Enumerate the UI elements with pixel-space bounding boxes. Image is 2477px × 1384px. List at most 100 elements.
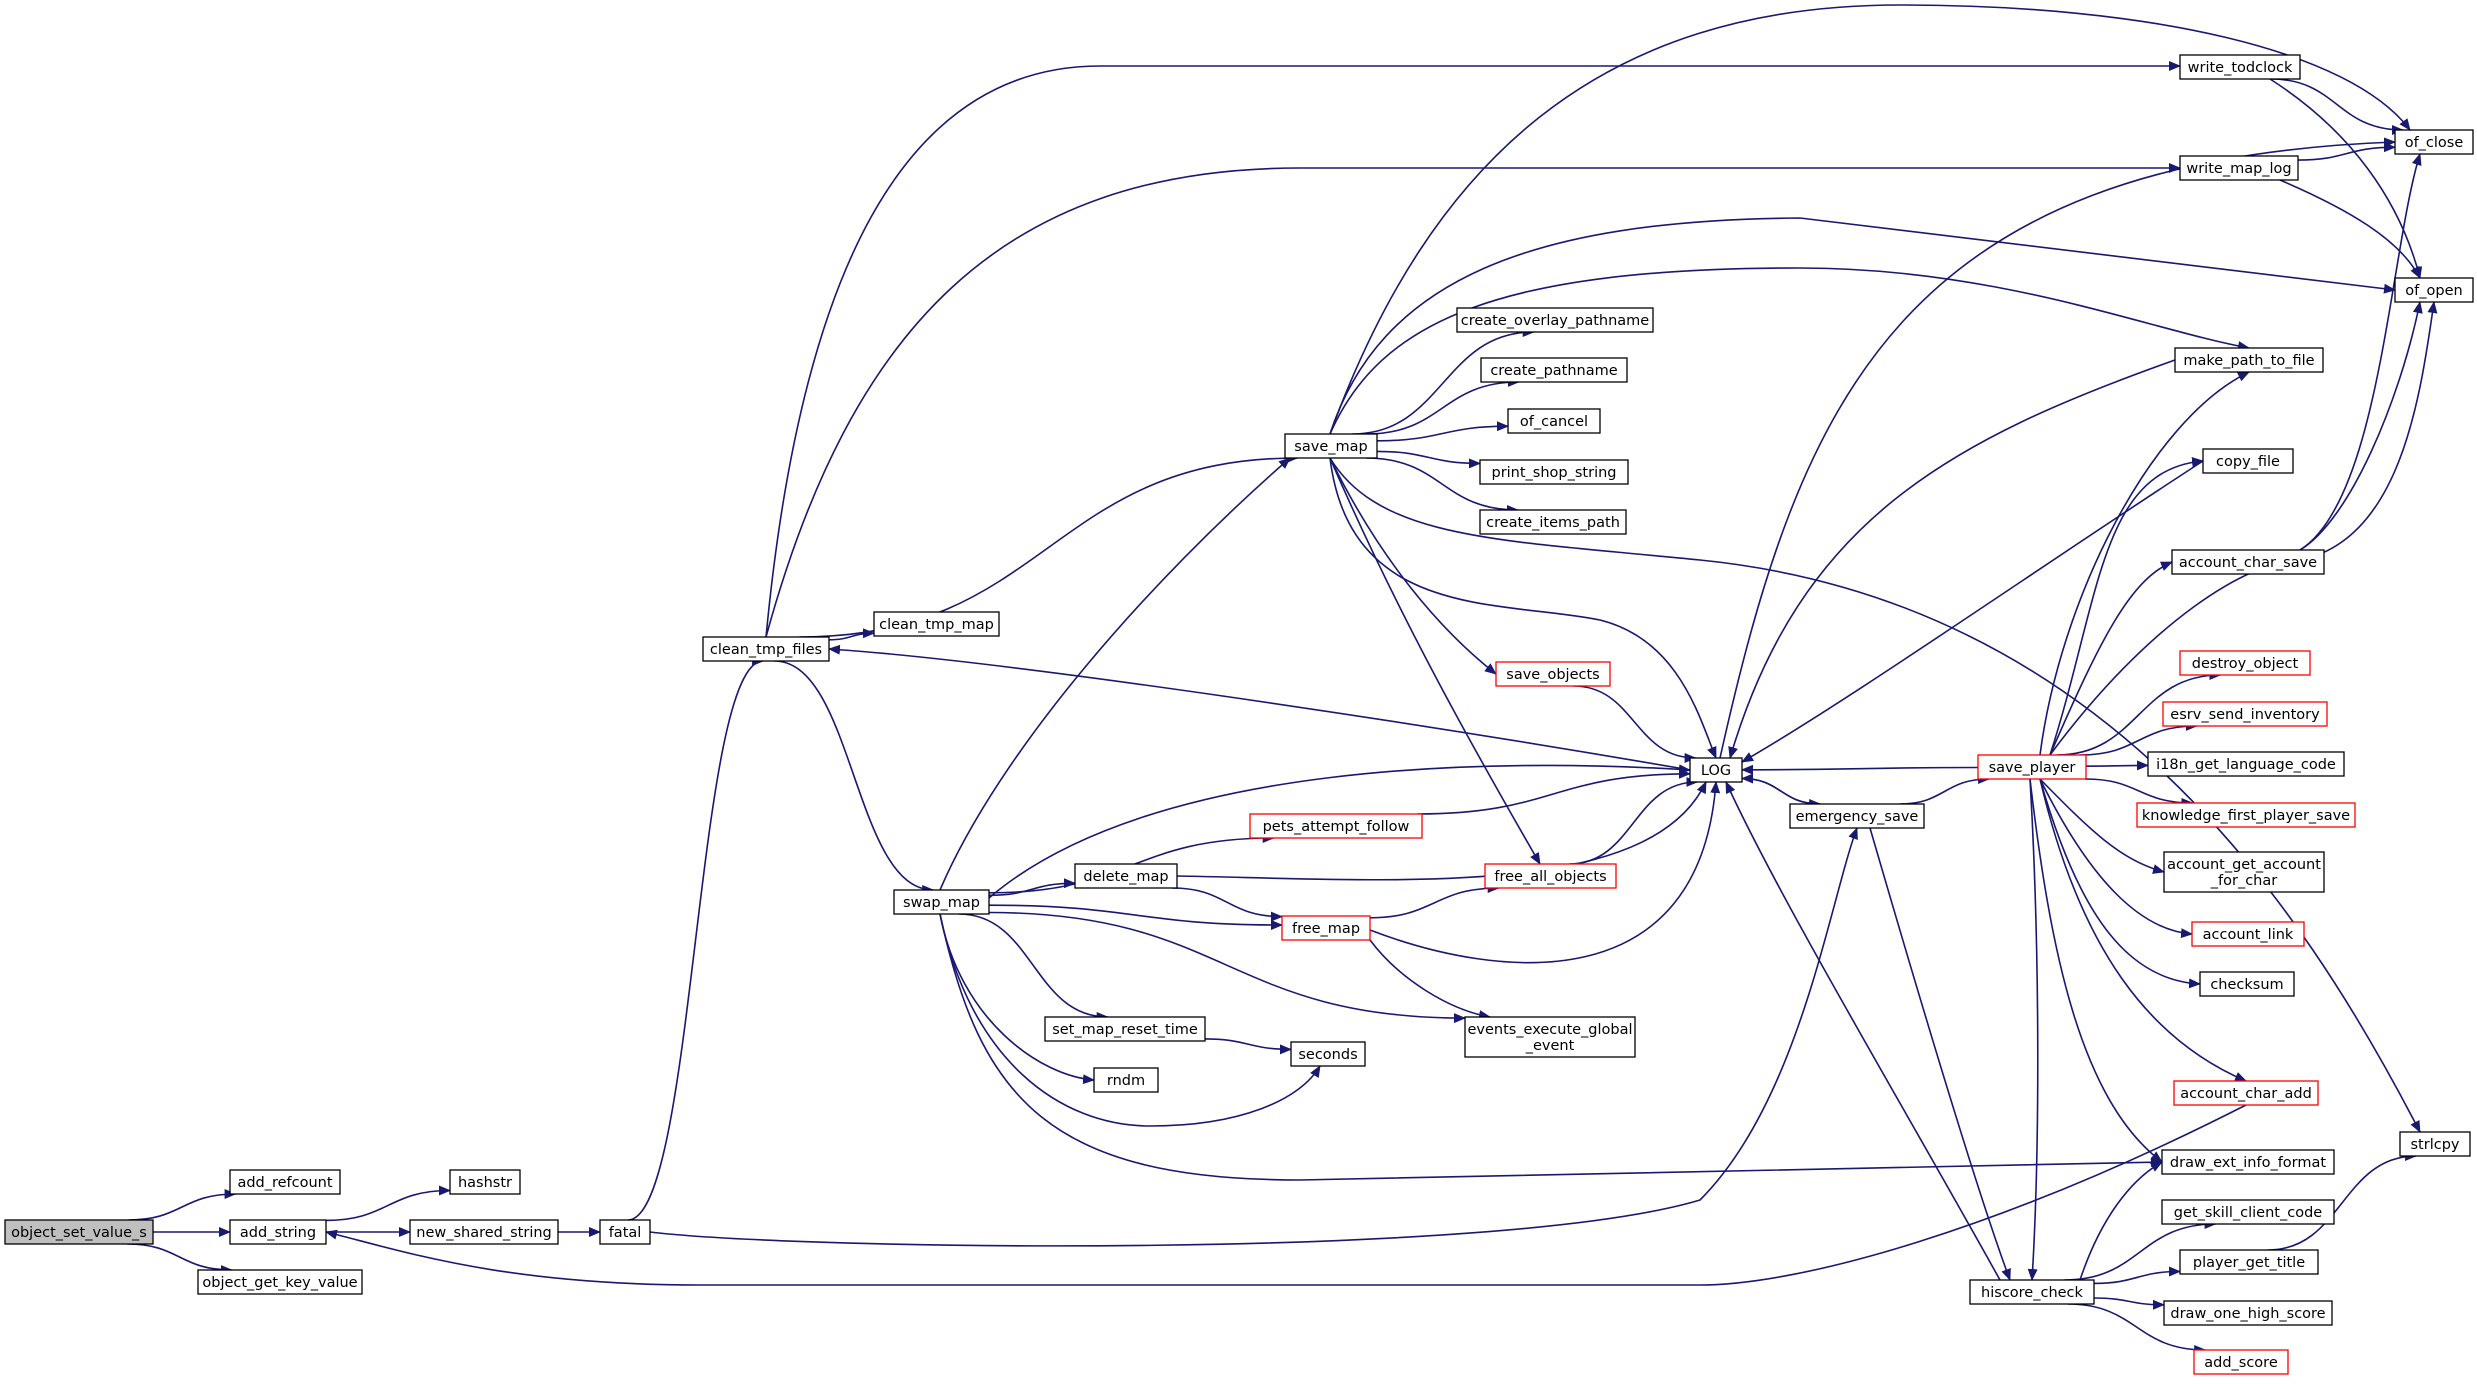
node-hiscore_check[interactable]: hiscore_check [1969,1279,2095,1305]
node-new_shared_string[interactable]: new_shared_string [409,1219,559,1245]
node-emergency_save[interactable]: emergency_save [1789,803,1925,829]
node-i18n_get_language_code[interactable]: i18n_get_language_code [2147,751,2345,777]
node-knowledge_first_player_save[interactable]: knowledge_first_player_save [2136,802,2356,828]
node-box [1074,863,1178,889]
edge-save_map-to-of_open [1329,217,2396,435]
node-box [229,1219,327,1245]
edge-save_player-to-account_char_add [2039,778,2247,1082]
edge-hiscore_check-to-add_score [2067,1303,2207,1355]
node-LOG[interactable]: LOG [1689,757,1743,783]
node-add_refcount[interactable]: add_refcount [229,1169,341,1195]
node-events_execute_global_event[interactable]: events_execute_global_event [1464,1016,1636,1058]
node-object_get_key_value[interactable]: object_get_key_value [197,1269,363,1295]
node-label: of_open [2405,283,2462,299]
edge-swap_map-to-LOG [988,764,1691,899]
node-box [2202,448,2294,474]
node-add_score[interactable]: add_score [2193,1349,2289,1375]
node-label: make_path_to_file [2183,353,2314,369]
edge-copy_file-to-LOG [1741,460,2204,763]
node-box [449,1169,521,1195]
node-label: draw_one_high_score [2170,1306,2325,1322]
node-box [1689,757,1743,783]
node-player_get_title[interactable]: player_get_title [2179,1249,2319,1275]
node-box [2173,1080,2319,1106]
node-label: player_get_title [2193,1255,2305,1271]
node-box [599,1219,651,1245]
node-label: save_map [1294,439,1367,455]
node-create_pathname[interactable]: create_pathname [1480,357,1628,383]
edge-swap_map-to-seconds [939,913,1321,1127]
node-account_link[interactable]: account_link [2191,921,2305,947]
edge-clean_tmp_files-to-swap_map [774,660,935,895]
edge-save_player-to-account_get_account_for_char [2039,778,2165,874]
node-clean_tmp_files[interactable]: clean_tmp_files [702,636,830,662]
edge-free_map-to-events_execute_global_event [1369,939,1491,1021]
node-make_path_to_file[interactable]: make_path_to_file [2174,347,2324,373]
node-label: fatal [609,1225,642,1241]
edge-swap_map-to-events_execute_global_event [988,911,1466,1024]
node-get_skill_client_code[interactable]: get_skill_client_code [2161,1199,2335,1225]
node-draw_one_high_score[interactable]: draw_one_high_score [2163,1300,2333,1326]
node-set_map_reset_time[interactable]: set_map_reset_time [1044,1016,1206,1042]
node-box [702,636,830,662]
node-print_shop_string[interactable]: print_shop_string [1479,459,1629,485]
node-draw_ext_info_format[interactable]: draw_ext_info_format [2161,1149,2335,1175]
node-of_close[interactable]: of_close [2394,129,2474,155]
node-copy_file[interactable]: copy_file [2202,448,2294,474]
edge-save_map-to-free_all_objects [1329,457,1541,865]
node-destroy_object[interactable]: destroy_object [2179,650,2311,676]
edge-account_char_save-to-of_close [2299,153,2422,551]
edge-write_todclock-to-of_open [2269,78,2423,279]
node-label: _event [1525,1038,1575,1054]
node-account_get_account_for_char[interactable]: account_get_account_for_char [2163,851,2325,893]
node-fatal[interactable]: fatal [599,1219,651,1245]
node-object_set_value_s[interactable]: object_set_value_s [4,1219,154,1245]
edge-clean_tmp_files-to-write_map_log [765,163,2181,638]
edge-save_player-to-LOG [1741,764,1979,775]
node-label: create_items_path [1486,515,1620,531]
edge-swap_map-to-free_map [988,904,1283,930]
node-box [197,1269,363,1295]
edge-save_player-to-i18n_get_language_code [2085,760,2149,771]
node-strlcpy[interactable]: strlcpy [2399,1131,2471,1157]
node-box [1044,1016,1206,1042]
node-create_items_path[interactable]: create_items_path [1479,509,1627,535]
node-save_player[interactable]: save_player [1977,754,2087,780]
node-box [2179,54,2301,80]
node-account_char_add[interactable]: account_char_add [2173,1080,2319,1106]
node-write_map_log[interactable]: write_map_log [2179,155,2299,181]
edge-save_player-to-account_link [2039,778,2193,939]
node-checksum[interactable]: checksum [2199,971,2295,997]
edge-hiscore_check-to-draw_one_high_score [2093,1297,2165,1310]
node-save_map[interactable]: save_map [1284,433,1378,459]
node-delete_map[interactable]: delete_map [1074,863,1178,889]
node-box [2179,155,2299,181]
node-label: add_refcount [237,1175,332,1191]
node-label: account_char_save [2179,555,2317,571]
node-write_todclock[interactable]: write_todclock [2179,54,2301,80]
edge-swap_map-to-save_map [939,457,1291,891]
call-edges [127,4,2438,1355]
node-swap_map[interactable]: swap_map [893,889,990,915]
node-free_map[interactable]: free_map [1281,915,1371,941]
node-esrv_send_inventory[interactable]: esrv_send_inventory [2162,701,2328,727]
edge-pets_attempt_follow-to-LOG [1417,768,1691,815]
node-free_all_objects[interactable]: free_all_objects [1484,863,1617,889]
node-seconds[interactable]: seconds [1290,1041,1366,1067]
node-box [2163,851,2325,893]
node-pets_attempt_follow[interactable]: pets_attempt_follow [1249,813,1423,839]
node-of_open[interactable]: of_open [2394,277,2474,303]
node-save_objects[interactable]: save_objects [1495,661,1611,687]
node-label: draw_ext_info_format [2170,1155,2326,1171]
node-box [1507,408,1601,434]
node-add_string[interactable]: add_string [229,1219,327,1245]
node-clean_tmp_map[interactable]: clean_tmp_map [873,611,1000,637]
node-label: destroy_object [2192,656,2299,672]
node-of_cancel[interactable]: of_cancel [1507,408,1601,434]
node-account_char_save[interactable]: account_char_save [2171,549,2325,575]
node-rndm[interactable]: rndm [1093,1067,1159,1093]
node-hashstr[interactable]: hashstr [449,1169,521,1195]
edge-swap_map-to-set_map_reset_time [958,913,1109,1022]
node-create_overlay_pathname[interactable]: create_overlay_pathname [1456,307,1654,333]
edge-hiscore_check-to-LOG [1725,781,2001,1281]
